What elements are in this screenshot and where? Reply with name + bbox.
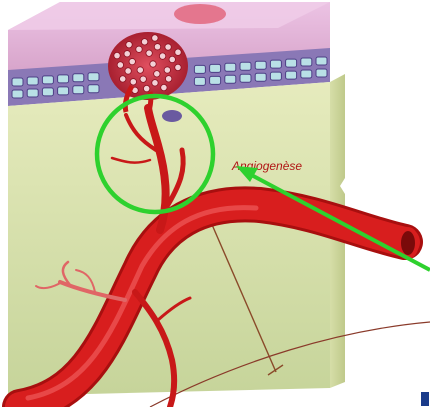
tumor-cell — [125, 68, 131, 74]
tumor-cell — [165, 76, 171, 82]
basal-cell — [58, 87, 69, 95]
basal-cell — [316, 69, 327, 77]
basal-cell — [210, 64, 221, 72]
tumor-cell — [141, 39, 147, 45]
basal-cell — [58, 75, 69, 83]
tumor-cell — [130, 79, 136, 85]
tumor-cell — [154, 44, 160, 50]
tumor-cell — [120, 76, 126, 82]
tumor-cell — [136, 46, 142, 52]
basal-cell — [210, 76, 221, 84]
basal-cell — [270, 60, 281, 68]
basal-cell — [301, 70, 312, 78]
tumor-cell — [129, 58, 135, 64]
tumor-cell — [165, 44, 171, 50]
tumor-cell — [126, 41, 132, 47]
basal-cell — [240, 62, 251, 70]
tumor-cell — [117, 62, 123, 68]
basal-cell — [73, 86, 84, 94]
basal-cell — [73, 74, 84, 82]
tumor-cell — [152, 80, 158, 86]
tumor-cell — [124, 51, 130, 57]
basal-cell — [42, 88, 53, 96]
basal-cell — [12, 78, 23, 86]
basal-cell — [12, 90, 23, 98]
tumor-cell — [159, 53, 165, 59]
tumor-cell — [161, 84, 167, 90]
tumor-cell — [114, 52, 120, 58]
basal-cell — [194, 77, 205, 85]
basal-cell — [286, 71, 297, 79]
basal-cell — [316, 57, 327, 65]
tumor-cell — [150, 61, 156, 67]
tumor-cell — [164, 67, 170, 73]
basal-cell — [225, 63, 236, 71]
corner-marker — [421, 392, 429, 406]
tumor-cell — [154, 71, 160, 77]
tumor-cell — [146, 50, 152, 56]
basal-cell — [301, 58, 312, 66]
tumor-cell — [169, 56, 175, 62]
basal-cell — [88, 73, 99, 81]
tumor-cell — [143, 85, 149, 91]
basal-cell — [225, 75, 236, 83]
skin-lesion — [174, 4, 226, 24]
tumor-cell — [140, 76, 146, 82]
tumor-cell — [137, 67, 143, 73]
basal-cell — [27, 89, 38, 97]
tumor-cell — [175, 49, 181, 55]
basal-cell — [255, 61, 266, 69]
basal-cell — [255, 73, 266, 81]
basal-cell — [88, 85, 99, 93]
tumor-cell — [152, 35, 158, 41]
basal-cell — [27, 77, 38, 85]
tumor-cell — [175, 64, 181, 70]
basal-cell — [270, 72, 281, 80]
basal-cell — [240, 74, 251, 82]
basal-cell — [42, 76, 53, 84]
basal-cell — [286, 59, 297, 67]
basal-cell — [194, 65, 205, 73]
